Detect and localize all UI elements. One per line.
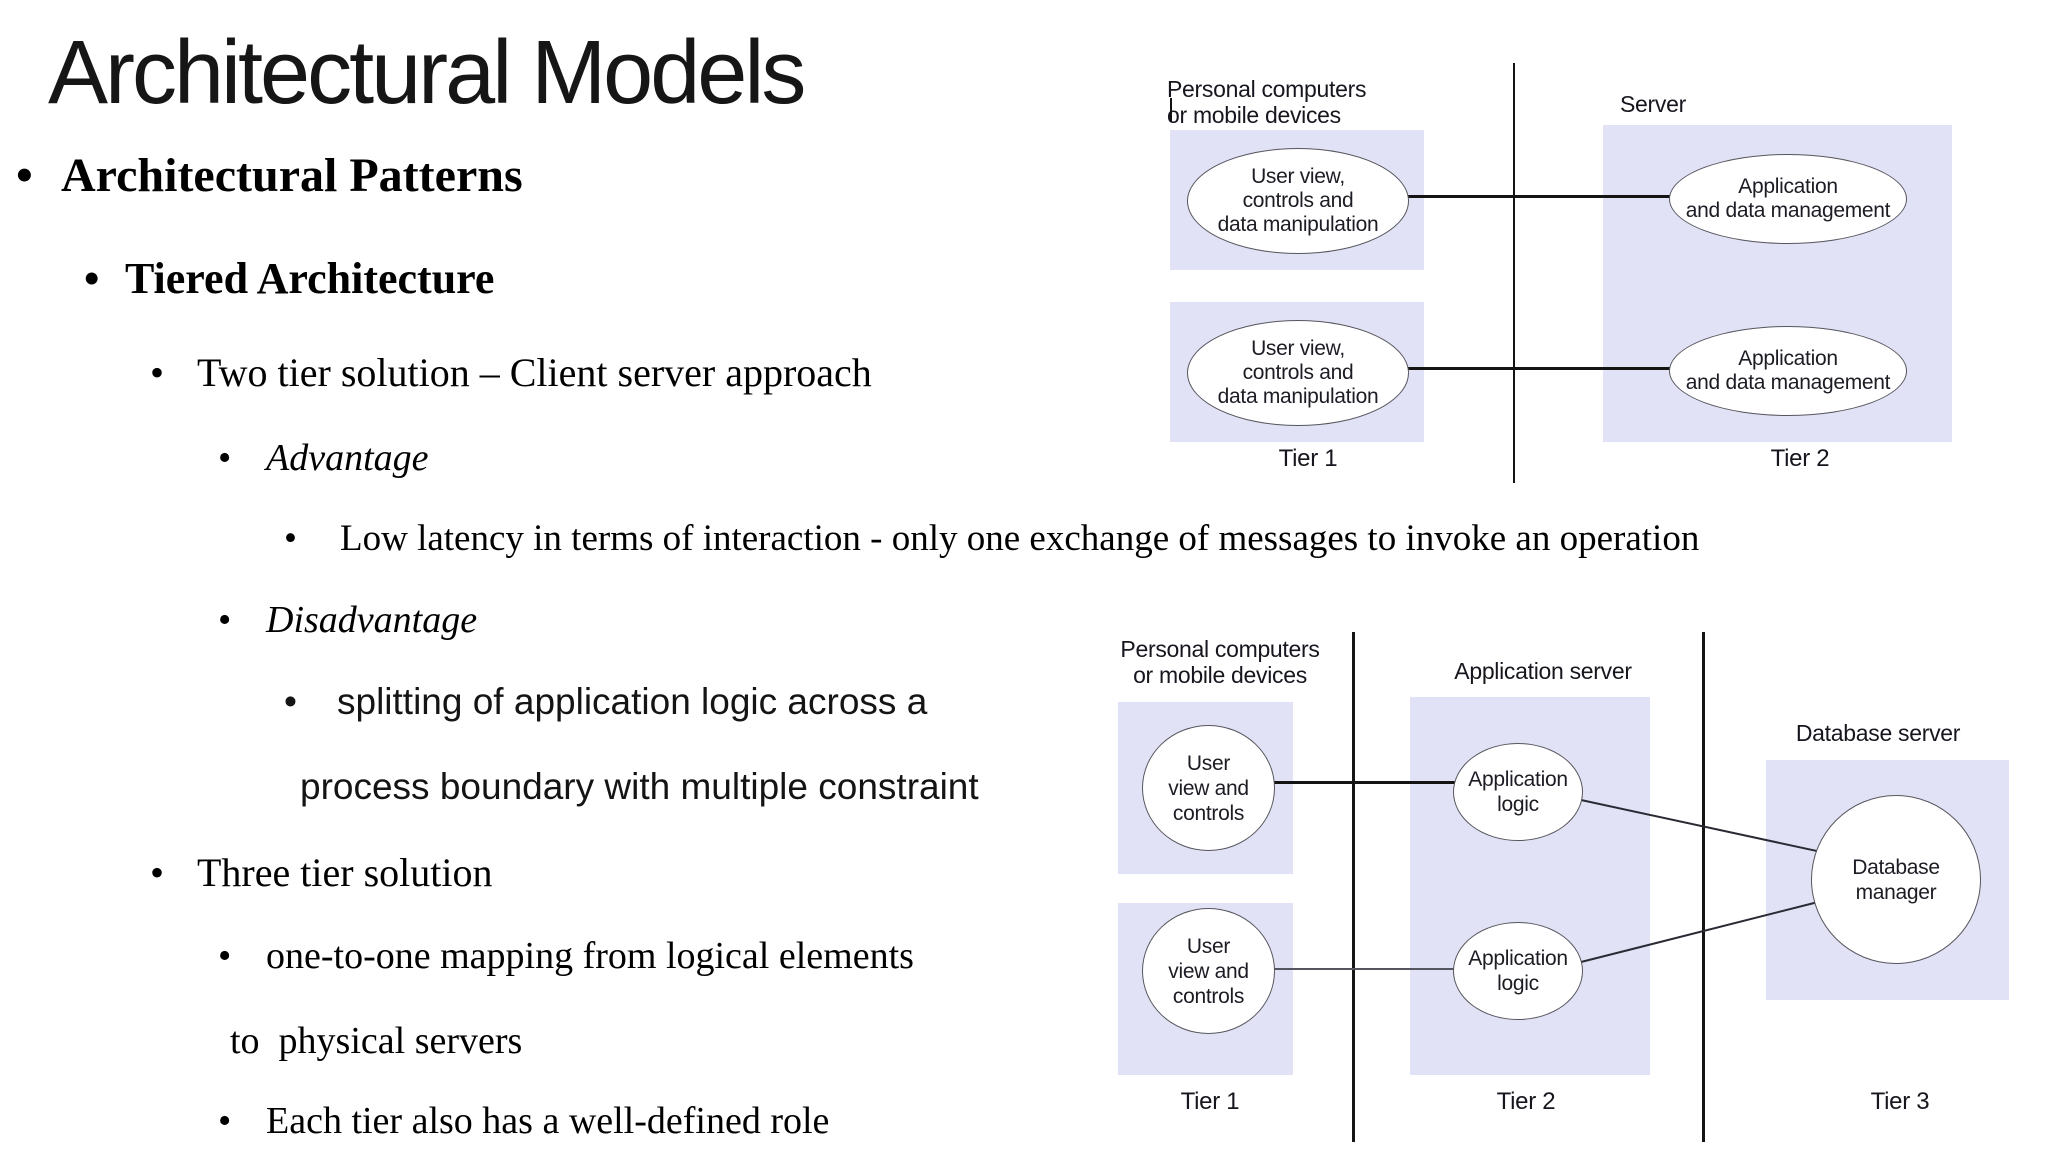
bullet-line-architectural-patterns: • Architectural Patterns	[16, 148, 523, 203]
tier3-label: Tier 3	[1870, 1088, 1930, 1115]
database-manager-node: Database manager	[1811, 795, 1981, 964]
three-tier-diagram: User view and controls User view and con…	[1090, 620, 2048, 1152]
connector-line-bottom	[1210, 968, 1520, 970]
tier-divider-line	[1513, 63, 1515, 483]
app-data-management-node-2: Application and data management	[1669, 326, 1907, 416]
line-text: one-to-one mapping from logical elements	[266, 935, 914, 977]
line-text: Architectural Patterns	[61, 149, 523, 202]
bullet-line-well-defined-role: • Each tier also has a well-defined role	[218, 1099, 829, 1143]
tier2-label: Tier 2	[1496, 1088, 1556, 1115]
tier1-label: Tier 1	[1278, 445, 1338, 472]
user-view-node-1: User view and controls	[1142, 725, 1275, 851]
application-logic-node-2: Application logic	[1453, 922, 1583, 1020]
stray-cursor-mark	[1170, 98, 1172, 122]
bullet-icon: •	[284, 518, 297, 559]
user-view-node-2: User view, controls and data manipulatio…	[1187, 320, 1409, 426]
connector-line-top	[1380, 195, 1700, 198]
bullet-line-two-tier-solution: • Two tier solution – Client server appr…	[150, 349, 872, 396]
bullet-line-disadvantage: • Disadvantage	[218, 598, 477, 642]
application-server-label: Application server	[1454, 658, 1632, 684]
line-text: Tiered Architecture	[125, 254, 495, 303]
tier-divider-line-1	[1352, 632, 1355, 1142]
bullet-icon: •	[218, 1100, 232, 1142]
bullet-icon: •	[150, 850, 165, 895]
line-text: Low latency in terms of interaction - on…	[340, 518, 1700, 559]
line-text: Two tier solution – Client server approa…	[197, 350, 872, 395]
line-text: Each tier also has a well-defined role	[266, 1100, 830, 1142]
line-text: Three tier solution	[197, 850, 493, 895]
wrapped-line-physical-servers: to physical servers	[230, 1019, 522, 1063]
connector-line-top	[1210, 781, 1520, 784]
application-logic-node-1: Application logic	[1453, 743, 1583, 841]
user-view-node-2: User view and controls	[1142, 908, 1275, 1034]
bullet-icon: •	[218, 437, 232, 479]
bullet-line-splitting-logic: • splitting of application logic across …	[284, 681, 927, 723]
line-text: splitting of application logic across a	[337, 681, 928, 722]
line-text: Advantage	[266, 437, 429, 479]
client-column-label: Personal computers or mobile devices	[1120, 636, 1320, 688]
bullet-line-low-latency: • Low latency in terms of interaction - …	[284, 517, 1699, 560]
tier-divider-line-2	[1702, 632, 1705, 1142]
server-column-label: Server	[1620, 91, 1686, 117]
bullet-line-one-to-one-mapping: • one-to-one mapping from logical elemen…	[218, 934, 914, 978]
app-data-management-node-1: Application and data management	[1669, 154, 1907, 244]
user-view-node-1: User view, controls and data manipulatio…	[1187, 148, 1409, 254]
wrapped-line-process-boundary: process boundary with multiple constrain…	[300, 766, 979, 808]
bullet-icon: •	[218, 935, 232, 977]
connector-line-bottom	[1380, 367, 1700, 370]
line-text: to physical servers	[230, 1020, 523, 1062]
bullet-icon: •	[284, 681, 297, 722]
line-text: process boundary with multiple constrain…	[300, 766, 979, 807]
bullet-icon: •	[150, 350, 165, 395]
two-tier-diagram: User view, controls and data manipulatio…	[1140, 45, 2040, 495]
tier1-label: Tier 1	[1180, 1088, 1240, 1115]
bullet-icon: •	[16, 149, 33, 202]
database-server-label: Database server	[1795, 720, 1961, 746]
slide-title: Architectural Models	[48, 23, 806, 123]
bullet-line-tiered-architecture: • Tiered Architecture	[84, 253, 494, 304]
tier2-label: Tier 2	[1770, 445, 1830, 472]
bullet-line-advantage: • Advantage	[218, 436, 429, 480]
line-text: Disadvantage	[266, 599, 478, 641]
bullet-icon: •	[84, 254, 100, 303]
bullet-icon: •	[218, 599, 232, 641]
client-column-label: Personal computers or mobile devices	[1167, 76, 1367, 128]
bullet-line-three-tier-solution: • Three tier solution	[150, 849, 492, 896]
